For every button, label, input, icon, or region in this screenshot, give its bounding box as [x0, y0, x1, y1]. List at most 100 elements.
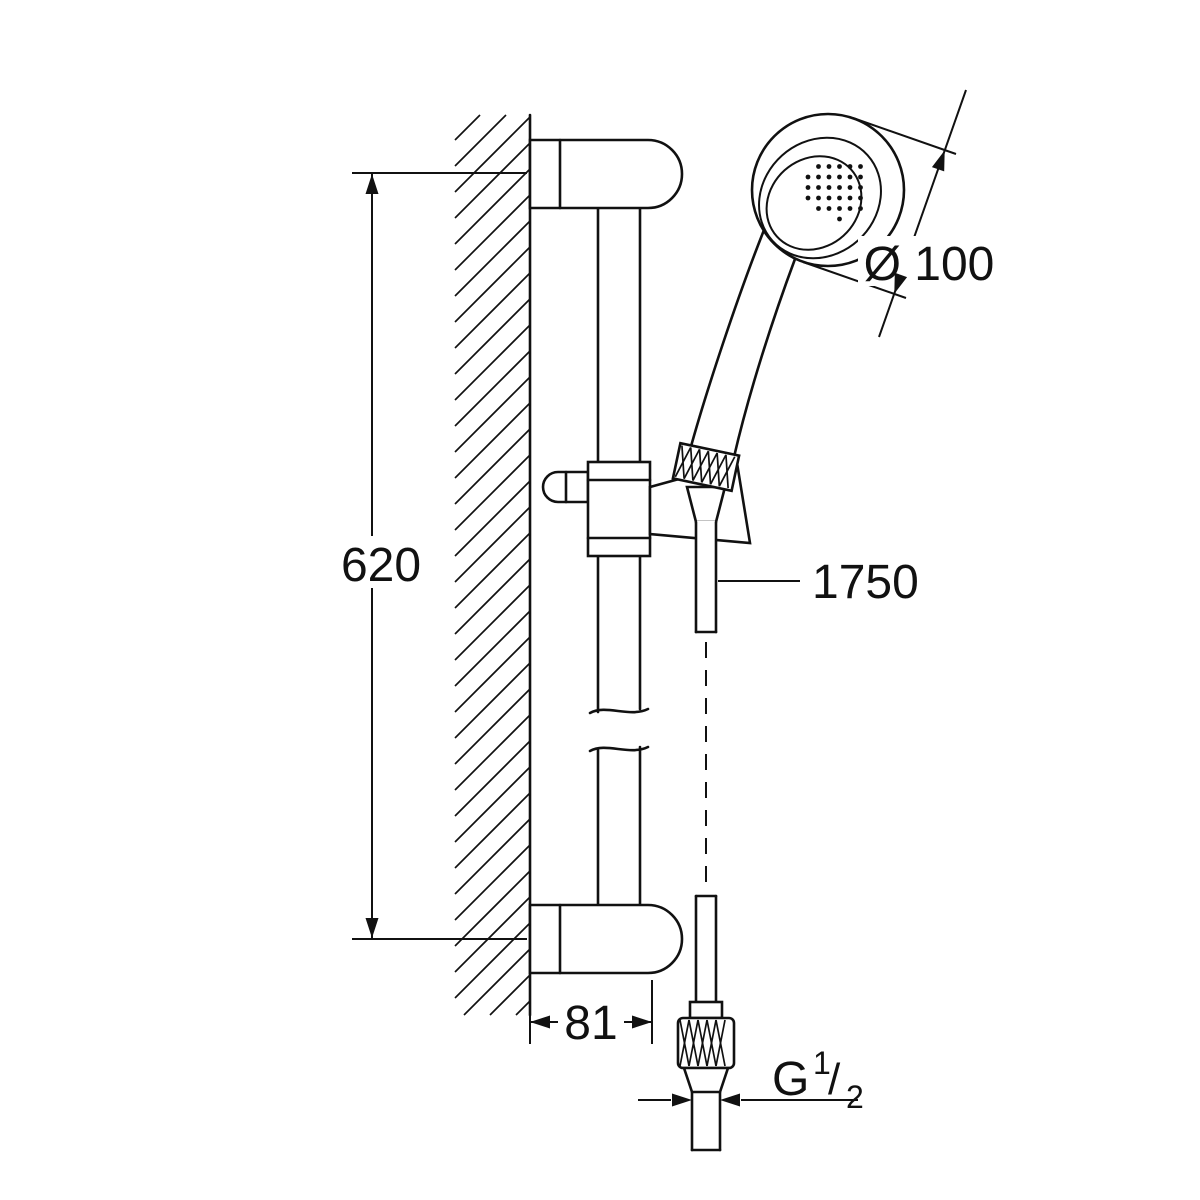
spray-dot [826, 195, 832, 201]
hatch-line [489, 974, 531, 1016]
hatch-line [515, 1000, 531, 1016]
hatch-line [454, 792, 531, 869]
arrowhead [720, 1093, 740, 1107]
knurl-line [688, 1019, 699, 1067]
top-bracket-body [528, 138, 684, 210]
hose-end-fitting [688, 1000, 724, 1020]
spray-dot [805, 185, 811, 190]
spray-dot [847, 185, 853, 190]
hatch-line [454, 246, 531, 323]
hatch-line [454, 272, 531, 349]
hatch-line [454, 168, 531, 245]
hatch-line [454, 480, 531, 557]
hatch-line [454, 818, 531, 895]
hatch-line [463, 948, 531, 1016]
hatch-line [454, 558, 531, 635]
hatch-line [454, 584, 531, 661]
label-mask [337, 536, 425, 588]
extension-line [852, 117, 957, 155]
knurl-line [674, 447, 692, 478]
top-wall-bracket [528, 138, 684, 210]
hatch-line [454, 844, 531, 921]
dimension-line [878, 89, 967, 338]
spray-dot [816, 174, 821, 180]
wall-offset-label: 81 [564, 997, 617, 1050]
arrowhead [632, 1015, 652, 1029]
hatch-line [454, 220, 531, 297]
arrowhead [931, 150, 945, 172]
spray-dot [858, 206, 863, 211]
spray-dot [826, 164, 832, 169]
hatch-line [454, 428, 531, 505]
hatch-line [454, 714, 531, 791]
thread-denominator-label: 2 [846, 1079, 864, 1115]
knurl-line [700, 452, 718, 483]
shower-hose [676, 485, 736, 1152]
knurl-line [692, 450, 710, 481]
hatch-line [454, 532, 531, 609]
spray-dot [847, 206, 853, 211]
spray-nozzle-dots [805, 164, 863, 222]
arrowhead [894, 272, 908, 294]
knurl-line [697, 1019, 708, 1067]
dimension-81: 81 [529, 980, 653, 1050]
spray-dot [837, 174, 842, 180]
head-face-inner-rim [765, 155, 863, 251]
handshower-handle [688, 227, 797, 459]
spray-dot [837, 195, 842, 201]
hatch-line [454, 116, 531, 193]
spray-dot [858, 185, 863, 190]
spray-dot [837, 216, 842, 222]
knurl-line [718, 456, 736, 487]
spray-dot [826, 174, 832, 180]
shower-rail [588, 206, 650, 907]
dimension-620: 620 [337, 172, 527, 940]
spray-dot [816, 206, 821, 211]
spray-dot [826, 206, 832, 211]
spray-dot [847, 174, 853, 180]
spray-dot [816, 185, 821, 190]
hatch-line [454, 688, 531, 765]
arrowhead [672, 1093, 692, 1107]
spray-dot [816, 195, 821, 201]
head-diameter-label: Ø 100 [864, 238, 995, 291]
spray-dot [816, 164, 821, 169]
knurl-line [706, 1019, 717, 1067]
spray-dot [858, 164, 863, 169]
knurl-line [709, 454, 727, 485]
hatch-line [454, 114, 507, 167]
arrowhead [530, 1015, 550, 1029]
hatch-line [454, 662, 531, 739]
hatch-line [454, 636, 531, 713]
spray-dot [858, 195, 863, 201]
spray-dot [837, 185, 842, 190]
spray-dot [837, 206, 842, 211]
spray-dot [847, 164, 853, 169]
spray-dot [805, 195, 811, 201]
knurl-texture [674, 445, 736, 489]
arrowhead [365, 174, 379, 194]
dimension-thread: G 1 / 2 [638, 1045, 864, 1115]
hatch-line [454, 402, 531, 479]
spray-dot [826, 185, 832, 190]
hatch-line [454, 114, 481, 141]
knurl-texture [679, 1019, 726, 1067]
hatch-line [454, 896, 531, 973]
hatch-line [454, 350, 531, 427]
hatch-line [454, 298, 531, 375]
rail-break-mark [588, 745, 650, 753]
hose-length-label: 1750 [812, 556, 919, 609]
handshower-head [750, 112, 906, 268]
spray-dot [858, 174, 863, 180]
rail-break-mark [588, 707, 650, 715]
rail-height-label: 620 [341, 539, 421, 592]
wall-hatching [454, 114, 531, 1016]
hatch-line [454, 142, 531, 219]
hose-lower-cone [682, 1066, 730, 1094]
hatch-line [454, 610, 531, 687]
hatch-line [454, 194, 531, 271]
hatch-line [454, 922, 531, 999]
hatch-line [454, 870, 531, 947]
